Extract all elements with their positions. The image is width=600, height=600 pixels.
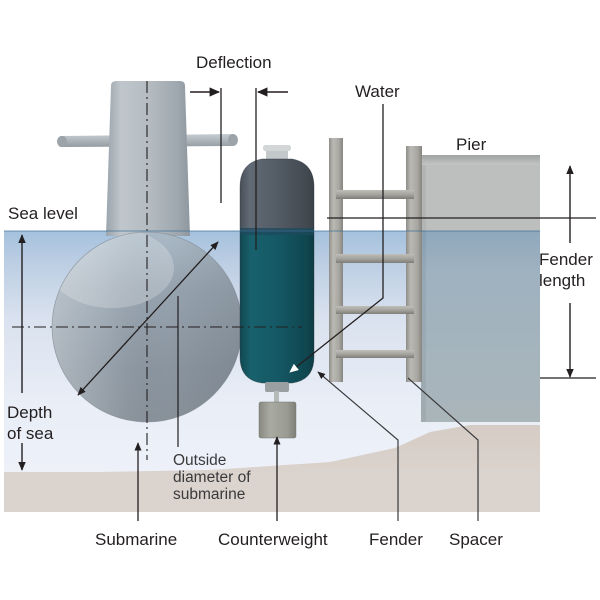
- spacer-rung-1: [336, 190, 414, 199]
- pier-label: Pier: [456, 135, 487, 154]
- outside-diameter-label-line2: diameter of: [173, 469, 251, 486]
- depth-of-sea-label-line1: Depth: [7, 403, 52, 422]
- centerlines: [12, 81, 302, 460]
- fender-bottom-fitting: [265, 382, 289, 392]
- water-leader-line: [289, 104, 384, 373]
- sea-level-label: Sea level: [8, 204, 78, 223]
- fender-length-label-line2: length: [539, 271, 585, 290]
- pier-deck: [421, 155, 540, 165]
- seabed: [4, 425, 540, 479]
- spacer-label: Spacer: [449, 530, 503, 549]
- spacer: [329, 138, 422, 382]
- submarine-label: Submarine: [95, 530, 177, 549]
- fender: [239, 145, 315, 404]
- fender-body-group: [240, 159, 314, 383]
- spacer-rung-2: [336, 254, 414, 263]
- pier-callout: Pier: [456, 135, 487, 154]
- spacer-leader-line: [407, 377, 479, 521]
- fender-above-water: [240, 159, 314, 231]
- outside-diameter-callout: Outside diameter of submarine: [77, 241, 251, 503]
- counterweight-chain: [274, 391, 279, 404]
- water-label: Water: [355, 82, 400, 101]
- deflection-label: Deflection: [196, 53, 272, 72]
- bottom-callouts: Submarine Counterweight Fender Spacer: [95, 371, 503, 549]
- fender-submerged: [240, 231, 314, 383]
- spacer-rung-4: [336, 350, 414, 358]
- spacer-rung-3: [336, 306, 414, 314]
- fender-neck: [266, 148, 288, 161]
- hydroplane-tip-left: [57, 135, 67, 148]
- pier-edge-shade: [421, 165, 426, 422]
- outside-diameter-label-line3: submarine: [173, 486, 245, 503]
- depth-of-sea-label-line2: of sea: [7, 424, 54, 443]
- pier-above-water: [421, 165, 540, 231]
- hydroplane-tip-right: [228, 134, 238, 146]
- pier: [421, 155, 540, 422]
- seabed-floor: [4, 472, 540, 512]
- outside-diameter-arrow: [77, 241, 219, 396]
- counterweight-label: Counterweight: [218, 530, 328, 549]
- deflection-dimension: Deflection: [190, 53, 288, 250]
- pier-submerged: [421, 231, 540, 422]
- fender-leader-line: [317, 371, 399, 521]
- sea-level: Sea level: [4, 204, 596, 232]
- counterweight: [258, 401, 297, 439]
- fender-length-label-line1: Fender: [539, 250, 593, 269]
- depth-of-sea-dimension: Depth of sea: [7, 234, 54, 471]
- fender-cap: [263, 145, 291, 151]
- water-callout: Water: [289, 82, 400, 373]
- fender-label: Fender: [369, 530, 423, 549]
- submarine-sail: [106, 81, 190, 236]
- counterweight-block: [259, 402, 296, 438]
- fender-outline: [239, 158, 315, 384]
- outside-diameter-label-line1: Outside: [173, 452, 226, 469]
- fender-length-dimension: Fender length: [539, 165, 596, 379]
- spacer-right-post: [406, 146, 422, 382]
